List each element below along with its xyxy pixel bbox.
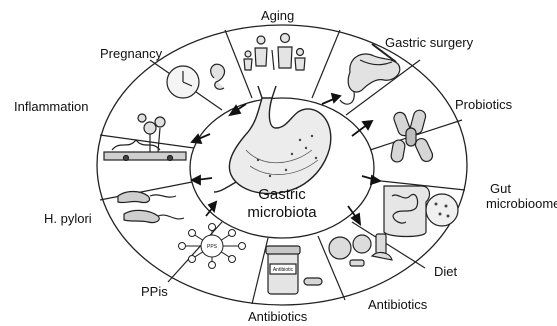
probiotics-icon	[390, 109, 434, 164]
label-h-pylori: H. pylori	[44, 212, 92, 227]
label-pregnancy: Pregnancy	[100, 47, 162, 62]
ppi-core-label: PPS	[207, 244, 218, 250]
diet-icon	[329, 234, 392, 266]
label-gastric-surgery: Gastric surgery	[385, 36, 473, 51]
center-title: Gastric microbiota	[232, 186, 332, 222]
label-probiotics: Probiotics	[455, 98, 512, 113]
gastric-surgery-icon	[340, 44, 400, 104]
label-diet: Diet	[434, 265, 457, 280]
label-inflammation: Inflammation	[14, 100, 88, 115]
label-gut-line1: Gut	[486, 182, 557, 197]
label-gut-line2: microbioome	[486, 197, 557, 212]
label-ppis: PPis	[141, 285, 168, 300]
center-title-line1: Gastric	[232, 186, 332, 204]
label-antibiotics-bottom: Antibiotics	[248, 310, 307, 325]
pill-bottle-label: Antibiotic	[273, 267, 294, 273]
h-pylori-icon	[118, 192, 184, 223]
label-antibiotics-right: Antibiotics	[368, 298, 427, 313]
label-aging: Aging	[261, 9, 294, 24]
center-title-line2: microbiota	[232, 204, 332, 222]
pregnancy-icon	[167, 64, 224, 98]
label-gut-microbiome: Gut microbioome	[486, 182, 557, 212]
aging-icon	[244, 34, 305, 71]
